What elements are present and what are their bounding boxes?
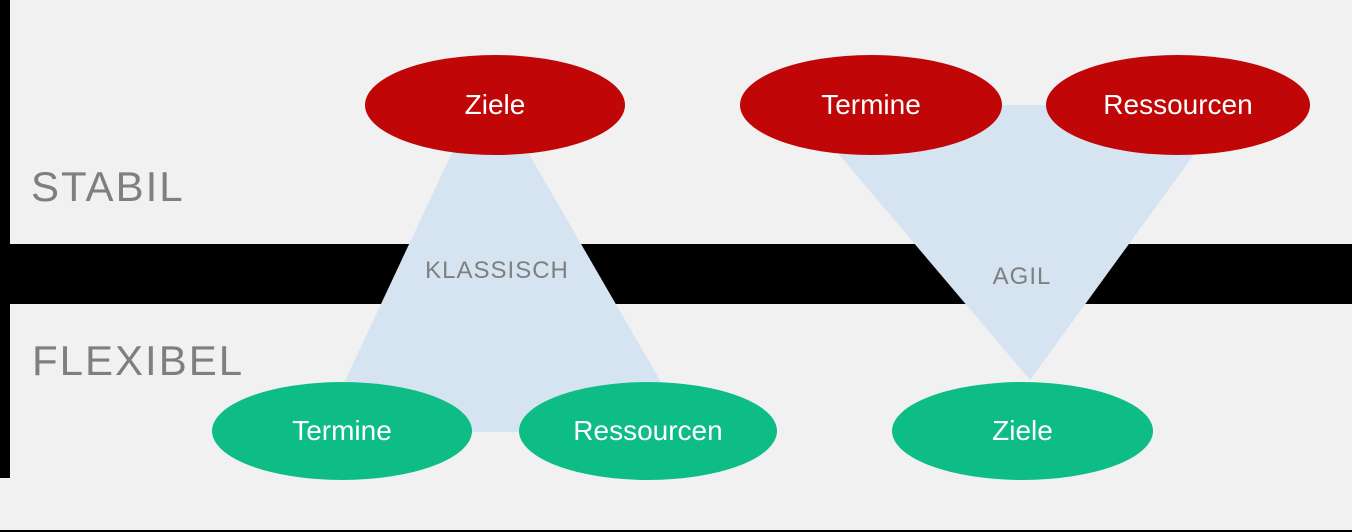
stable-band-label: STABIL [31, 163, 185, 210]
left-black-bar [0, 0, 10, 478]
klassisch-triangle-label: KLASSISCH [425, 257, 569, 284]
agil-stable-termine-ellipse: Termine [740, 55, 1002, 155]
ellipse-label: Ziele [464, 89, 526, 120]
divider-stripe [0, 244, 1352, 304]
ellipse-label: Ziele [992, 415, 1053, 446]
agil-triangle-shape [797, 105, 1230, 380]
klassisch-flexible-termine-ellipse: Termine [212, 382, 472, 480]
bottom-edge-line [0, 530, 1352, 532]
agil-flexible-ziele-ellipse: Ziele [892, 382, 1153, 480]
klassisch-flexible-ressourcen-ellipse: Ressourcen [519, 382, 777, 480]
ellipse-label: Ressourcen [573, 415, 723, 446]
klassisch-stable-ziele-ellipse: Ziele [365, 55, 625, 155]
ellipse-label: Termine [292, 415, 392, 446]
flexible-band-label: FLEXIBEL [32, 337, 245, 384]
agil-stable-ressourcen-ellipse: Ressourcen [1046, 55, 1310, 155]
agil-triangle-label: AGIL [992, 263, 1052, 290]
klassisch-triangle-shape [321, 80, 690, 432]
ellipse-label: Ressourcen [1103, 89, 1253, 120]
ellipse-label: Termine [821, 89, 921, 120]
